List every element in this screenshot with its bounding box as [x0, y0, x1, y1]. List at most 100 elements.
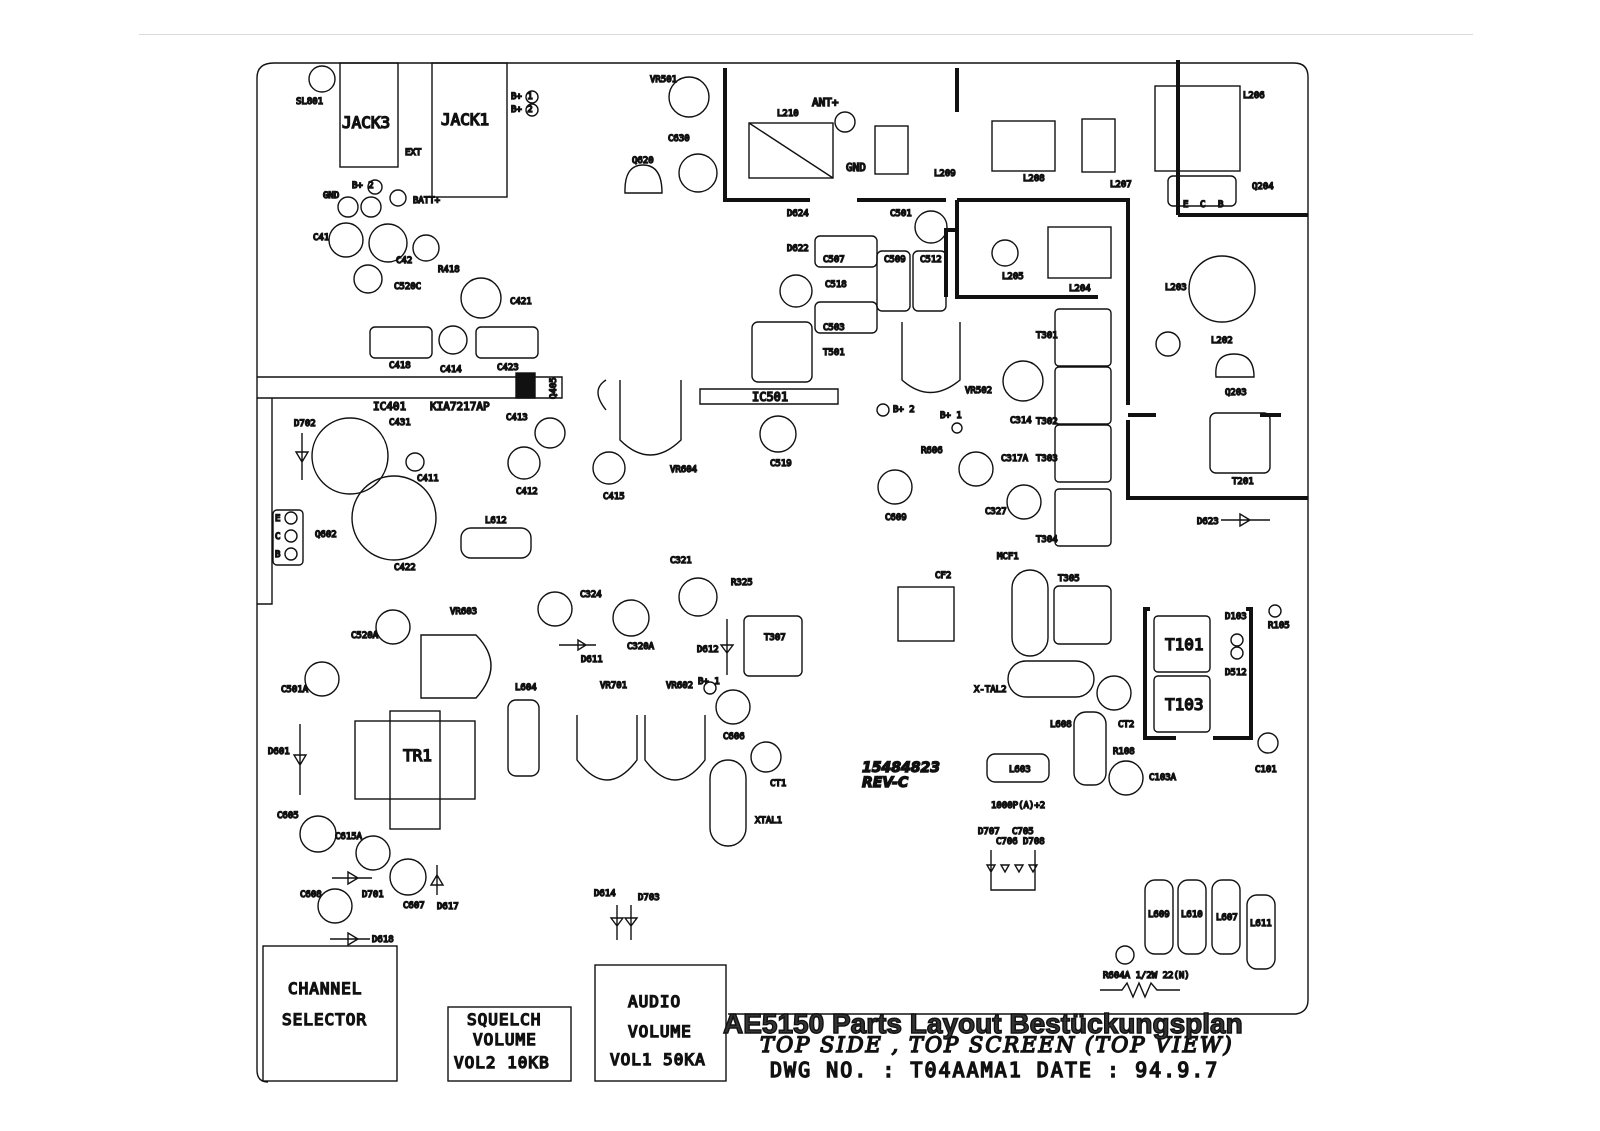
gnd-label: GND — [323, 191, 339, 201]
l210-label: L210 — [777, 109, 799, 119]
t101-label: T101 — [1165, 635, 1204, 654]
c520a-label: C520A — [351, 631, 379, 641]
audio-line1: AUDIO — [628, 992, 681, 1011]
e2-label: E — [1183, 200, 1188, 210]
c512-label: C512 — [920, 255, 942, 265]
t201-label: T201 — [1232, 477, 1254, 487]
c321-label: C321 — [670, 556, 692, 566]
l209-label: L209 — [934, 169, 956, 179]
c706-label: C706 — [996, 837, 1018, 847]
r418-label: R418 — [438, 265, 460, 275]
b2c-label: B+ 2 — [893, 405, 915, 415]
c317a-label: C317A — [1001, 454, 1029, 464]
ant-label: ANT+ — [812, 96, 839, 109]
l608-label: L608 — [1050, 720, 1072, 730]
l207-label: L207 — [1110, 180, 1132, 190]
c421-label: C421 — [510, 297, 532, 307]
c519-label: C519 — [770, 459, 792, 469]
vr603-label: VR603 — [450, 607, 477, 617]
t302-label: T302 — [1036, 417, 1058, 427]
ic501-label: IC501 — [752, 390, 788, 404]
c609-label: C609 — [885, 513, 907, 523]
vr502-label: VR502 — [965, 386, 992, 396]
c327-label: C327 — [985, 507, 1007, 517]
c422-label: C422 — [394, 563, 416, 573]
q204-label: Q204 — [1252, 182, 1274, 192]
d702-label: D702 — [294, 419, 316, 429]
c41-label: C41 — [313, 233, 329, 243]
b2-label: B+ 2 — [511, 105, 533, 115]
d103-label: D103 — [1225, 612, 1247, 622]
c42-label: C42 — [396, 256, 412, 266]
l611-label: L611 — [1250, 919, 1272, 929]
r606-label: R606 — [921, 446, 943, 456]
d512-label: D512 — [1225, 668, 1247, 678]
c415-label: C415 — [603, 492, 625, 502]
sl801-label: SL801 — [296, 97, 323, 107]
l205-label: L205 — [1002, 272, 1024, 282]
t501-label: T501 — [823, 348, 845, 358]
d623-label: D623 — [1197, 517, 1219, 527]
audio-line3: VOL1 50KA — [610, 1050, 706, 1069]
c518-label: C518 — [825, 280, 847, 290]
ic401-part: KIA7217AP — [430, 400, 490, 413]
mcf1-label: MCF1 — [997, 552, 1019, 562]
l204-label: L204 — [1069, 284, 1091, 294]
t304-label: T304 — [1036, 535, 1058, 545]
d622-label: D622 — [787, 244, 809, 254]
jack3-label: JACK3 — [342, 113, 390, 132]
t305-label: T305 — [1058, 574, 1080, 584]
c103a-label: C103A — [1149, 773, 1177, 783]
c520c-label: C520C — [394, 282, 421, 292]
c630-label: C630 — [668, 134, 690, 144]
xtal1-label: XTAL1 — [755, 816, 782, 826]
cf2-label: CF2 — [935, 571, 951, 581]
c615a-label: C615A — [335, 832, 363, 842]
squelch-line1: SQUELCH — [467, 1010, 541, 1029]
squelch-volume-box — [447, 1006, 572, 1082]
r105-label: R105 — [1268, 621, 1290, 631]
b1c-label: B+ 1 — [940, 411, 962, 421]
subtitle: TOP SIDE , TOP SCREEN (TOP VIEW) — [760, 1033, 1234, 1057]
l610-label: L610 — [1181, 910, 1203, 920]
b2b-label: B+ 2 — [352, 181, 374, 191]
gnd2-label: GND — [846, 161, 866, 174]
l604-label: L604 — [515, 683, 537, 693]
audio-line2: VOLUME — [628, 1022, 692, 1041]
board-outline — [256, 62, 1309, 1083]
audio-volume-box — [594, 964, 727, 1082]
d617-label: D617 — [437, 902, 459, 912]
revision: REV-C — [862, 775, 909, 791]
t103-label: T103 — [1165, 695, 1204, 714]
channel-selector-line2: SELECTOR — [282, 1010, 367, 1029]
jack3-outline — [339, 62, 399, 168]
l603-label: L603 — [1009, 765, 1031, 775]
c605-label: C605 — [277, 811, 299, 821]
batt-label: BATT+ — [413, 196, 441, 206]
top-rule — [139, 34, 1473, 35]
ct2-label: CT2 — [1118, 720, 1134, 730]
ct1-label: CT1 — [770, 779, 786, 789]
l612-label: L612 — [485, 516, 507, 526]
c503-label: C503 — [823, 323, 845, 333]
l206-label: L206 — [1243, 91, 1265, 101]
d612-label: D612 — [697, 645, 719, 655]
c608-label: C608 — [300, 890, 322, 900]
c431-label: C431 — [389, 418, 411, 428]
drawing-info: DWG NO. : T04AAMA1 DATE : 94.9.7 — [770, 1058, 1219, 1082]
channel-selector-box — [262, 945, 398, 1082]
q405-label: Q405 — [549, 377, 559, 399]
c2-label: C — [1200, 200, 1205, 210]
sl801-pad — [308, 65, 336, 93]
tr1-label: TR1 — [403, 746, 432, 765]
c412-label: C412 — [516, 487, 538, 497]
c607-label: C607 — [403, 901, 425, 911]
d707-label: D707 — [978, 827, 1000, 837]
r604a-label: R604A 1/2W 22(N) — [1103, 971, 1190, 981]
b1d-label: B+ 1 — [698, 677, 720, 687]
t301-label: T301 — [1036, 331, 1058, 341]
d624-label: D624 — [787, 209, 809, 219]
ic401-label: IC401 — [373, 400, 406, 413]
c324-label: C324 — [580, 590, 602, 600]
